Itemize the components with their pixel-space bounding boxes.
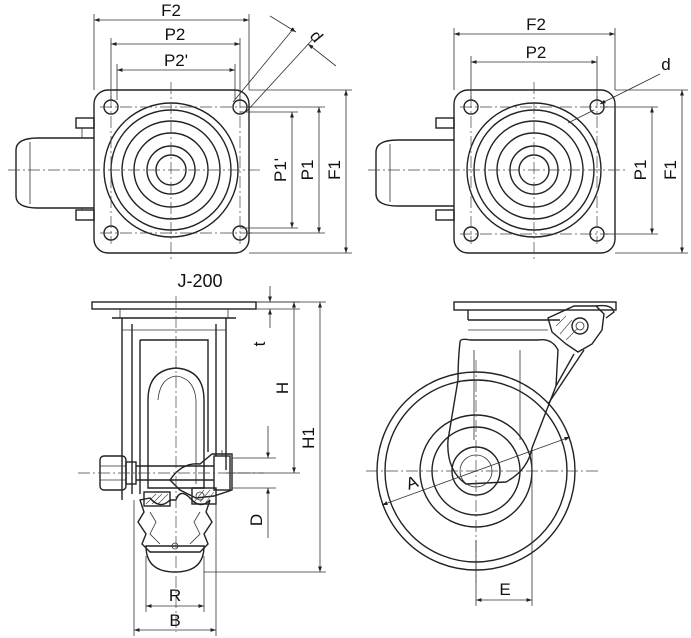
label-f2-right: F2 bbox=[526, 15, 546, 34]
label-p1-right: P1 bbox=[631, 160, 650, 181]
label-p2-left: P2 bbox=[165, 25, 186, 44]
label-t: t bbox=[250, 341, 269, 346]
label-f2-left: F2 bbox=[161, 1, 181, 20]
label-h1: H1 bbox=[299, 427, 318, 449]
top-left-plan-view: F2 P2 P2' d P1' P1 F1 bbox=[8, 1, 352, 262]
label-p2-right: P2 bbox=[526, 43, 547, 62]
side-elevation-view: A E bbox=[366, 301, 617, 606]
label-f1-right: F1 bbox=[661, 160, 680, 180]
model-title: J-200 bbox=[177, 271, 222, 291]
label-f1-left: F1 bbox=[325, 160, 344, 180]
label-d-axle: D bbox=[247, 514, 266, 526]
label-a: A bbox=[404, 472, 422, 494]
label-p1-left: P1 bbox=[298, 160, 317, 181]
front-elevation-view: t H H1 D R B bbox=[78, 286, 326, 636]
label-h: H bbox=[273, 382, 292, 394]
top-right-plan-view: F2 P2 d P1 F1 bbox=[368, 15, 688, 262]
label-p1-prime: P1' bbox=[271, 158, 290, 182]
label-p2-prime: P2' bbox=[164, 51, 188, 70]
label-b: B bbox=[169, 611, 180, 630]
label-e: E bbox=[499, 580, 510, 599]
label-d-right: d bbox=[661, 55, 670, 74]
label-r: R bbox=[169, 586, 181, 605]
